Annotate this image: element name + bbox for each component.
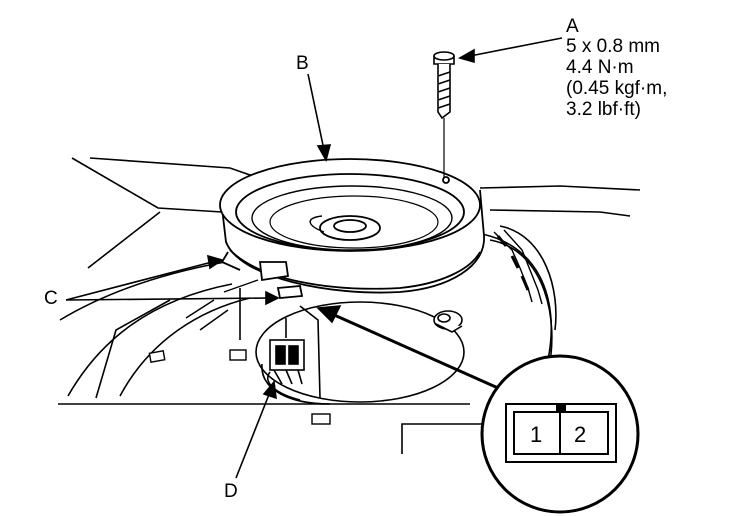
speaker-opening [239, 288, 465, 405]
pin-2-label: 2 [574, 422, 586, 447]
callout-c: C [44, 288, 58, 309]
harness-connector [267, 318, 305, 401]
bolt-spec: 5 x 0.8 mm 4.4 N·m (0.45 kgf·m, 3.2 lbf·… [566, 36, 667, 120]
callout-d: D [224, 481, 238, 502]
bolt-torque-kgf: (0.45 kgf·m, [566, 78, 668, 99]
leader-lines [65, 37, 563, 479]
bolt-torque-lbf: 3.2 lbf·ft) [566, 99, 641, 120]
bolt-size: 5 x 0.8 mm [566, 36, 660, 57]
speaker-unit [219, 158, 485, 299]
callout-b: B [296, 53, 309, 74]
side-rail-slots [493, 229, 543, 305]
callout-a: A [566, 16, 579, 37]
bolt-torque-nm: 4.4 N·m [566, 57, 634, 78]
pin-1-label: 1 [530, 422, 542, 447]
connector-detail: 1 2 [480, 354, 640, 514]
bolt [433, 51, 455, 178]
mount-clip [433, 310, 463, 333]
tray-slots [148, 279, 331, 425]
